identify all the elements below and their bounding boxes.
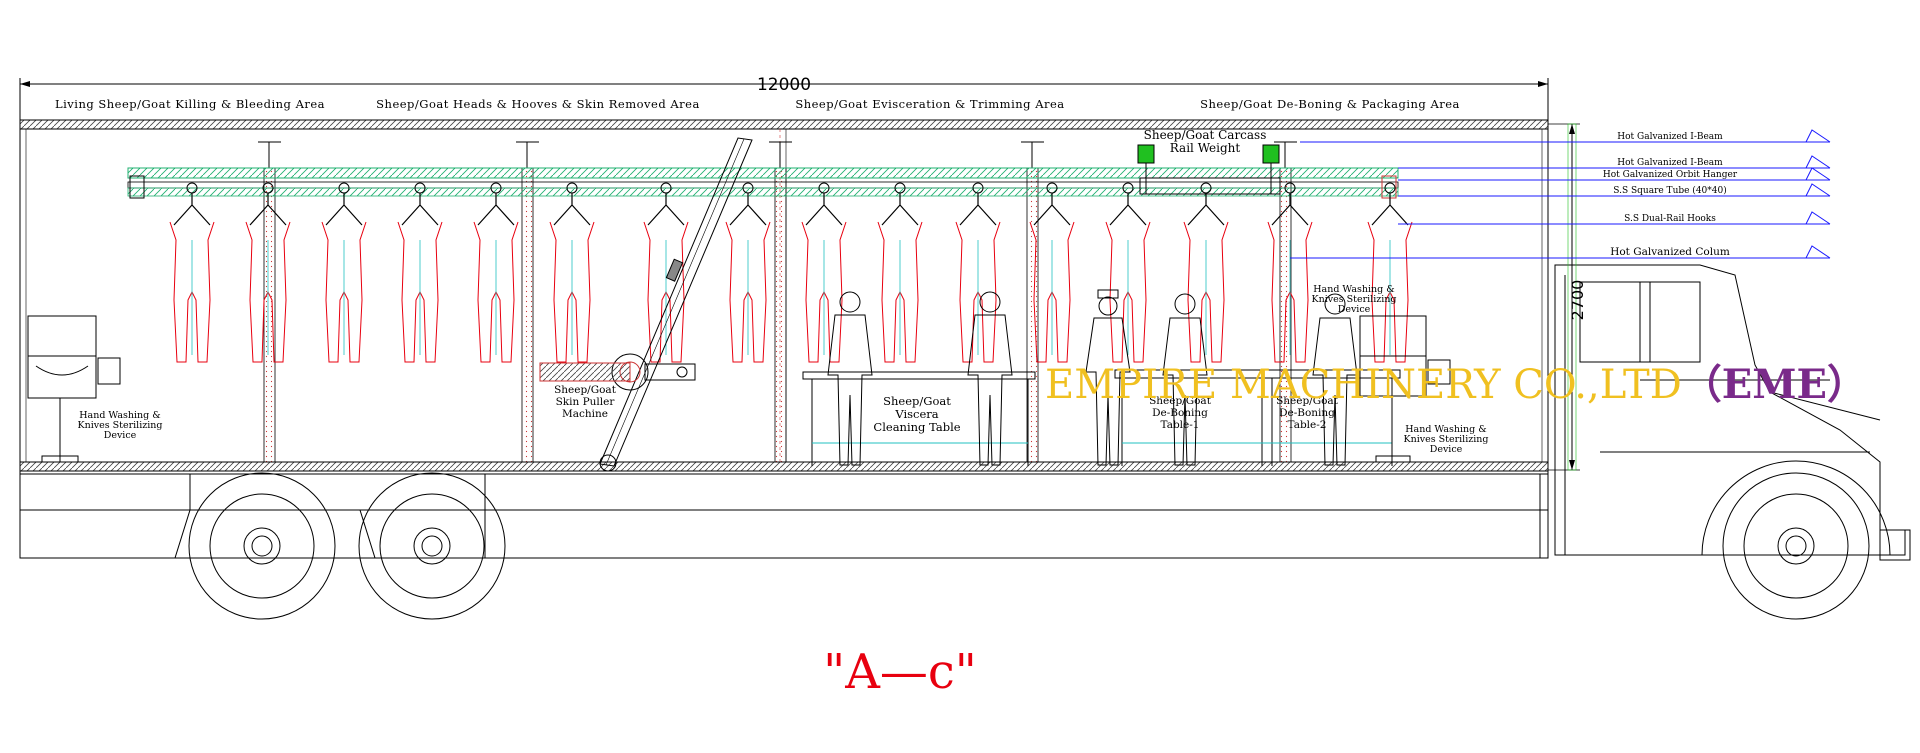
truck-chassis <box>19 473 1549 559</box>
wash-top-label-1: Hand Washing & <box>1313 284 1394 295</box>
rail-weight: Sheep/Goat Carcass Rail Weight <box>1137 128 1281 195</box>
truck-cab <box>1554 264 1911 561</box>
wash-right-label-2: Knives Sterilizing <box>1404 434 1489 445</box>
wash-left-label-1: Hand Washing & <box>79 410 160 421</box>
legend-marker <box>1805 245 1831 259</box>
viscera-label-2: Viscera <box>894 407 938 421</box>
front-wheel <box>1701 460 1891 620</box>
worker <box>967 291 1013 466</box>
viscera-label-3: Cleaning Table <box>873 420 960 434</box>
wash-right-label-3: Device <box>1430 444 1463 455</box>
carcass <box>169 182 215 363</box>
equipment-labels: Hand Washing & Knives Sterilizing Device… <box>78 284 1489 455</box>
height-value: 2700 <box>1568 280 1587 321</box>
deboning1-label-3: Table-1 <box>1161 419 1200 431</box>
skin-puller-label-1: Sheep/Goat <box>554 384 617 396</box>
legend-label: S.S Dual-Rail Hooks <box>1624 214 1716 224</box>
carcass <box>397 182 443 363</box>
length-value: 12000 <box>757 75 811 95</box>
wash-top-label-2: Knives Sterilizing <box>1312 294 1397 305</box>
skin-puller-label-2: Skin Puller <box>556 396 616 408</box>
overhead-rail <box>127 167 1399 199</box>
worker <box>1162 293 1208 466</box>
legend-marker <box>1805 183 1831 197</box>
legend-marker <box>1805 167 1831 181</box>
carcass <box>955 182 1001 363</box>
carcass <box>549 182 595 363</box>
company-watermark: EMPIRE MACHINERY CO.,LTD（EME） <box>1045 361 1867 408</box>
wash-right-label-1: Hand Washing & <box>1405 424 1486 435</box>
area-titles: Living Sheep/Goat Killing & Bleeding Are… <box>55 97 1460 111</box>
area-title-killing: Living Sheep/Goat Killing & Bleeding Are… <box>55 97 325 111</box>
carcass <box>801 182 847 363</box>
carcass <box>725 182 771 363</box>
viscera-cleaning-table <box>802 371 1036 466</box>
worker <box>827 291 873 466</box>
rail-weight-label-line2: Rail Weight <box>1170 141 1241 155</box>
wash-left-label-3: Device <box>104 430 137 441</box>
legend-label: S.S Square Tube (40*40) <box>1613 185 1726 196</box>
worker <box>1085 289 1131 466</box>
carcass <box>1183 182 1229 363</box>
carcass <box>473 182 519 363</box>
carcass <box>1105 182 1151 363</box>
view-label: "A—c" <box>823 644 977 700</box>
deboning2-label-2: De-Boning <box>1279 407 1335 419</box>
height-dimension: 2700 <box>1548 123 1587 471</box>
watermark-suffix: （EME） <box>1682 361 1867 408</box>
carcass <box>245 182 291 363</box>
area-title-deboning: Sheep/Goat De-Boning & Packaging Area <box>1200 97 1460 111</box>
skin-puller-machine <box>539 137 753 472</box>
carcass-group <box>169 182 1413 363</box>
legend-marker <box>1805 129 1831 143</box>
carcass <box>877 182 923 363</box>
wash-left-label-2: Knives Sterilizing <box>78 420 163 431</box>
deboning2-label-1: Sheep/Goat <box>1276 395 1339 407</box>
carcass <box>1367 182 1413 363</box>
hand-washing-device-left <box>27 315 121 463</box>
area-title-evisceration: Sheep/Goat Evisceration & Trimming Area <box>795 97 1064 111</box>
deboning1-label-2: De-Boning <box>1152 407 1208 419</box>
rear-wheels <box>188 472 506 620</box>
container-body <box>19 119 1549 474</box>
legend-marker <box>1805 155 1831 169</box>
rail-weight-label-line1: Sheep/Goat Carcass <box>1144 128 1267 142</box>
skin-puller-label-3: Machine <box>562 408 608 420</box>
deboning1-label-1: Sheep/Goat <box>1149 395 1212 407</box>
legend-label: Hot Galvanized Orbit Hanger <box>1603 170 1738 180</box>
worker <box>1312 293 1358 466</box>
watermark-company: EMPIRE MACHINERY CO.,LTD <box>1045 362 1682 408</box>
legend-label: Hot Galvanized I-Beam <box>1617 132 1723 142</box>
carcass <box>1029 182 1075 363</box>
legend-label: Hot Galvanized Colum <box>1610 246 1730 258</box>
legend-label: Hot Galvanized I-Beam <box>1617 158 1723 168</box>
carcass <box>1267 182 1313 363</box>
workers <box>827 289 1358 466</box>
deboning2-label-3: Table-2 <box>1288 419 1327 431</box>
viscera-label-1: Sheep/Goat <box>883 394 951 408</box>
area-title-skin-removal: Sheep/Goat Heads & Hooves & Skin Removed… <box>376 97 700 111</box>
hand-washing-device-right <box>1359 315 1451 463</box>
length-dimension: 12000 <box>19 75 1549 122</box>
wash-top-label-3: Device <box>1338 304 1371 315</box>
legend-marker <box>1805 211 1831 225</box>
carcass <box>321 182 367 363</box>
